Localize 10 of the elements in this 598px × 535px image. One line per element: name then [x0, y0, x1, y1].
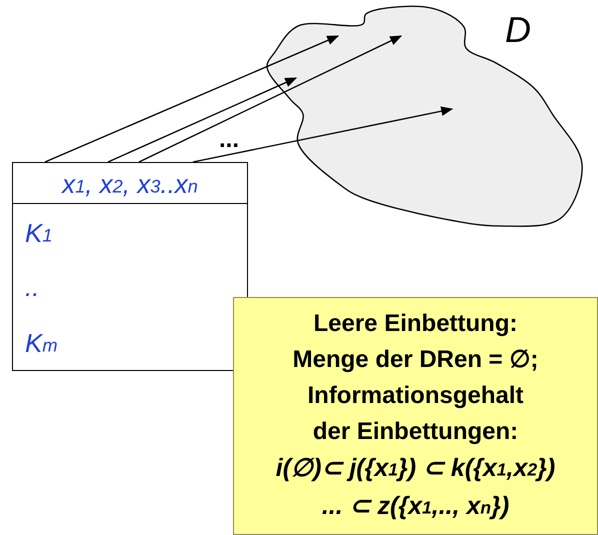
set-label: D: [505, 12, 531, 48]
arrow: [44, 35, 340, 163]
table-box: [12, 162, 248, 371]
arrow: [192, 106, 454, 163]
ellipsis-text: ...: [219, 128, 240, 152]
row-text: ..: [25, 274, 40, 300]
arrow: [108, 77, 298, 163]
note-box: [233, 297, 598, 535]
arrow: [138, 35, 402, 163]
note-text: Leere Einbettung: Menge der DRen = ∅; Informationsgehalt der Einbettungen:: [292, 309, 540, 447]
